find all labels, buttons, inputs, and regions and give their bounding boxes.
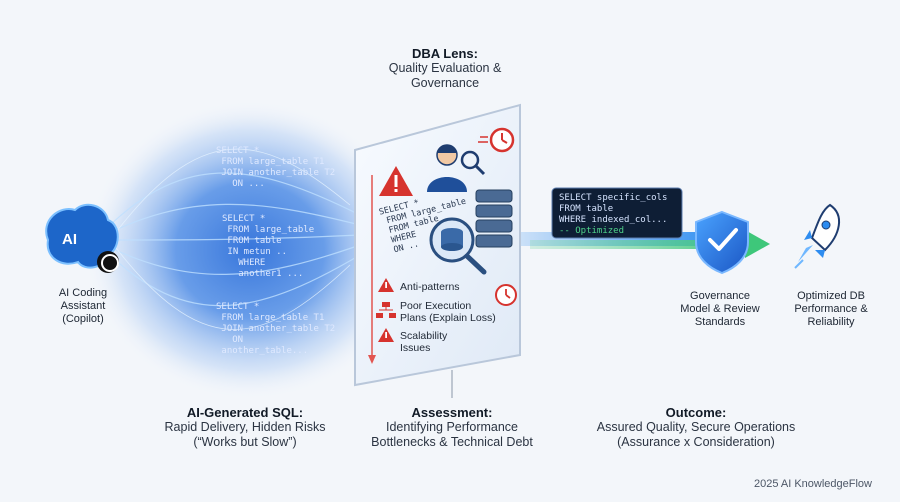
dba-lens-subtitle: Quality Evaluation & Governance xyxy=(388,61,502,90)
warning-icon xyxy=(378,328,394,342)
sql-snippet-1: SELECT * FROM large_table T1 JOIN anothe… xyxy=(216,146,336,189)
governance-label: Governance Model & Review Standards xyxy=(680,290,760,328)
caption-title: Assessment: xyxy=(411,405,493,420)
issue-scalability: Scalability Issues xyxy=(400,330,448,354)
optimized-db-label: Optimized DB Performance & Reliability xyxy=(794,290,868,328)
green-arrow-head xyxy=(745,230,770,258)
caption-title: AI-Generated SQL: xyxy=(186,405,304,420)
caption-sub: Assured Quality, Secure Operations (Assu… xyxy=(596,420,796,449)
caption-ai-generated-sql: AI-Generated SQL: Rapid Delivery, Hidden… xyxy=(150,405,340,450)
caption-sub: Rapid Delivery, Hidden Risks (“Works but… xyxy=(164,420,326,449)
hierarchy-icon xyxy=(376,302,396,318)
optimized-sql-comment: -- Optimized xyxy=(559,226,625,236)
caption-title: Outcome: xyxy=(665,405,727,420)
green-beam xyxy=(530,240,745,249)
warning-icon xyxy=(379,166,413,196)
warning-icon xyxy=(378,278,394,292)
sql-glow-cloud xyxy=(85,100,415,400)
flow-lines xyxy=(94,148,361,330)
dba-lens-title: DBA Lens: xyxy=(412,46,478,61)
ai-assistant-label: AI Coding Assistant (Copilot) xyxy=(58,287,108,325)
github-icon xyxy=(101,254,119,272)
footer-credit: 2025 AI KnowledgeFlow xyxy=(753,478,872,490)
sql-snippet-2: SELECT * FROM large_table FROM table IN … xyxy=(222,214,315,279)
optimized-sql-code: SELECT specific_cols FROM table WHERE in… xyxy=(559,193,668,225)
dba-person-icon xyxy=(427,144,486,192)
issue-anti-patterns: Anti-patterns xyxy=(400,281,460,293)
rocket-icon xyxy=(794,203,840,269)
caption-assessment: Assessment: Identifying Performance Bott… xyxy=(352,405,552,450)
caption-sub: Identifying Performance Bottlenecks & Te… xyxy=(371,420,533,449)
database-stack-icon xyxy=(475,189,513,248)
dba-lens-header: DBA Lens: Quality Evaluation & Governanc… xyxy=(360,46,530,91)
sql-snippet-3: SELECT * FROM large_table T1 JOIN anothe… xyxy=(216,302,336,356)
issue-poor-execution-plans: Poor Execution Plans (Explain Loss) xyxy=(400,300,496,324)
magnifier-db-icon xyxy=(429,217,487,275)
optimized-sql-box xyxy=(551,187,683,239)
caption-outcome: Outcome: Assured Quality, Secure Operati… xyxy=(586,405,806,450)
shield-check-icon xyxy=(695,210,749,275)
stopwatch-icon xyxy=(495,284,517,306)
clock-icon xyxy=(478,127,515,153)
ai-badge-text: AI xyxy=(62,231,77,248)
